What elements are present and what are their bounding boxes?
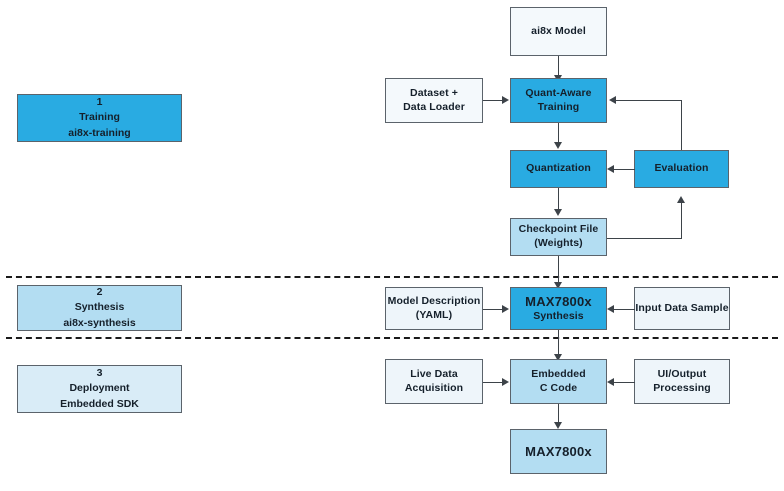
node-evaluation: Evaluation	[634, 150, 729, 188]
connector-livedata-to-embedded	[483, 382, 504, 383]
divider-synthesis-deployment	[6, 337, 778, 339]
node-max7800x-synthesis: MAX7800x Synthesis	[510, 287, 607, 330]
legend-deployment-repo: Embedded SDK	[60, 397, 139, 410]
node-checkpoint-file: Checkpoint File (Weights)	[510, 218, 607, 256]
quant-aware-training-line1: Quant-Aware	[525, 86, 592, 99]
connector-dataset-to-training	[483, 100, 504, 101]
divider-training-synthesis	[6, 276, 778, 278]
max7800x-synthesis-line1: MAX7800x	[525, 293, 592, 309]
node-input-data-sample: Input Data Sample	[634, 287, 730, 330]
arrowhead-checkpoint-to-synthesis	[554, 282, 562, 289]
connector-checkpoint-to-synthesis	[558, 256, 559, 286]
node-dataset-data-loader: Dataset + Data Loader	[385, 78, 483, 123]
live-data-acquisition-line2: Acquisition	[404, 381, 464, 394]
node-ai8x-model: ai8x Model	[510, 7, 607, 56]
connector-uioutput-to-embedded	[614, 382, 635, 383]
checkpoint-file-line1: Checkpoint File	[518, 223, 599, 236]
legend-deployment-number: 3	[96, 367, 103, 380]
embedded-c-code-line2: C Code	[539, 381, 578, 394]
arrowhead-checkpoint-to-evaluation	[677, 196, 685, 203]
quantization-label: Quantization	[526, 162, 591, 175]
node-ui-output-processing: UI/Output Processing	[634, 359, 730, 404]
max7800x-synthesis-line2: Synthesis	[533, 310, 584, 323]
legend-synthesis-repo: ai8x-synthesis	[63, 316, 136, 329]
node-embedded-c-code: Embedded C Code	[510, 359, 607, 404]
node-quant-aware-training: Quant-Aware Training	[510, 78, 607, 123]
ai8x-model-label: ai8x Model	[531, 24, 586, 37]
connector-sample-to-synthesis	[614, 309, 635, 310]
connector-quantization-to-checkpoint	[558, 188, 559, 210]
legend-synthesis-number: 2	[96, 286, 103, 299]
model-description-line1: Model Description	[387, 294, 481, 307]
dataset-loader-line1: Dataset +	[410, 86, 458, 99]
arrowhead-livedata-to-embedded	[502, 378, 509, 386]
connector-training-to-quantization	[558, 123, 559, 143]
arrowhead-training-to-quantization	[554, 142, 562, 149]
connector-model-to-training	[558, 56, 559, 77]
connector-embedded-to-device	[558, 404, 559, 424]
quant-aware-training-line2: Training	[537, 100, 580, 113]
arrowhead-feedback-to-training	[609, 96, 616, 104]
legend-stage-deployment: 3 Deployment Embedded SDK	[17, 365, 182, 413]
max7800x-device-label: MAX7800x	[525, 443, 592, 459]
legend-training-name: Training	[79, 111, 120, 124]
checkpoint-file-line2: (Weights)	[534, 237, 583, 249]
connector-feedback-horizontal	[616, 100, 682, 101]
legend-training-number: 1	[96, 96, 103, 109]
node-live-data-acquisition: Live Data Acquisition	[385, 359, 483, 404]
legend-synthesis-name: Synthesis	[74, 301, 125, 314]
input-data-sample-label: Input Data Sample	[635, 301, 729, 314]
arrowhead-quantization-to-checkpoint	[554, 209, 562, 216]
arrowhead-uioutput-to-embedded	[607, 378, 614, 386]
evaluation-label: Evaluation	[654, 162, 709, 175]
node-max7800x-device: MAX7800x	[510, 429, 607, 474]
node-quantization: Quantization	[510, 150, 607, 188]
model-description-line2: (YAML)	[415, 308, 453, 321]
legend-stage-training: 1 Training ai8x-training	[17, 94, 182, 142]
arrowhead-sample-to-synthesis	[607, 305, 614, 313]
legend-deployment-name: Deployment	[69, 382, 130, 395]
arrowhead-dataset-to-training	[502, 96, 509, 104]
dataset-loader-line2: Data Loader	[403, 100, 465, 113]
node-model-description: Model Description (YAML)	[385, 287, 483, 330]
arrowhead-evaluation-to-quantization	[607, 165, 614, 173]
arrowhead-embedded-to-device	[554, 422, 562, 429]
arrowhead-synthesis-to-embedded	[554, 354, 562, 361]
connector-checkpoint-to-evaluation-vertical	[681, 203, 682, 239]
connector-evaluation-to-quantization	[614, 169, 635, 170]
embedded-c-code-line1: Embedded	[531, 367, 586, 380]
ui-output-processing-line2: Processing	[653, 381, 711, 394]
live-data-acquisition-line1: Live Data	[410, 367, 458, 380]
connector-checkpoint-to-evaluation-horizontal	[607, 238, 682, 239]
arrowhead-yaml-to-synthesis	[502, 305, 509, 313]
legend-stage-synthesis: 2 Synthesis ai8x-synthesis	[17, 285, 182, 331]
connector-yaml-to-synthesis	[483, 309, 504, 310]
legend-training-repo: ai8x-training	[68, 126, 131, 139]
connector-feedback-vertical	[681, 100, 682, 150]
connector-synthesis-to-embedded	[558, 330, 559, 358]
ui-output-processing-line1: UI/Output	[657, 367, 707, 380]
